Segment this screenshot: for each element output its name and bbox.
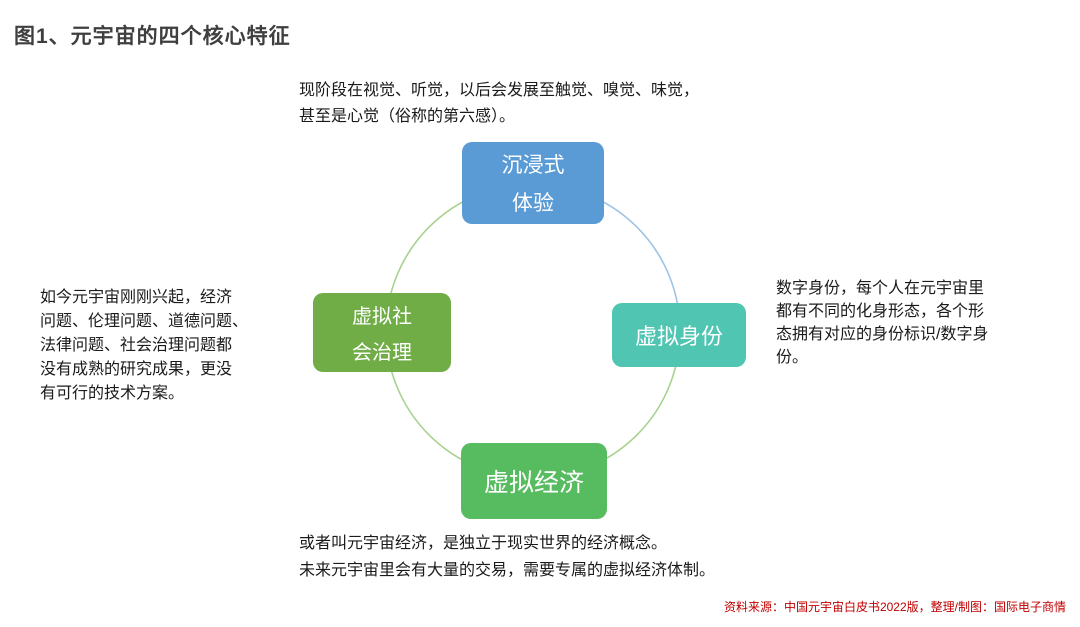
annotation-virtual-social-governance: 如今元宇宙刚刚兴起，经济 问题、伦理问题、道德问题、 法律问题、社会治理问题都 … xyxy=(40,289,249,402)
annotation-immersive-experience: 现阶段在视觉、听觉，以后会发展至触觉、嗅觉、味觉， 甚至是心觉（俗称的第六感）。 xyxy=(299,82,700,125)
node-virtual-identity: 虚拟身份 xyxy=(612,303,746,367)
node-label-line2: 体验 xyxy=(512,191,554,215)
node-label-line2: 会治理 xyxy=(352,342,412,364)
node-label: 虚拟身份 xyxy=(634,324,723,349)
node-virtual-social-governance: 虚拟社 会治理 xyxy=(313,293,451,372)
annotation-virtual-identity: 数字身份，每个人在元宇宙里 都有不同的化身形态，各个形 态拥有对应的身份标识/数… xyxy=(776,280,989,366)
source-note: 资料来源：中国元宇宙白皮书2022版，整理/制图：国际电子商情 xyxy=(723,600,1066,614)
node-immersive-experience: 沉浸式 体验 xyxy=(462,142,604,224)
page-title: 图1、元宇宙的四个核心特征 xyxy=(14,25,291,48)
node-label-line1: 虚拟社 xyxy=(352,306,412,328)
node-virtual-economy: 虚拟经济 xyxy=(461,443,607,519)
ring-arc-green xyxy=(385,183,681,479)
annotation-virtual-economy: 或者叫元宇宙经济，是独立于现实世界的经济概念。 未来元宇宙里会有大量的交易，需要… xyxy=(299,535,716,579)
node-label-line1: 沉浸式 xyxy=(501,154,565,178)
node-label: 虚拟经济 xyxy=(483,469,584,497)
